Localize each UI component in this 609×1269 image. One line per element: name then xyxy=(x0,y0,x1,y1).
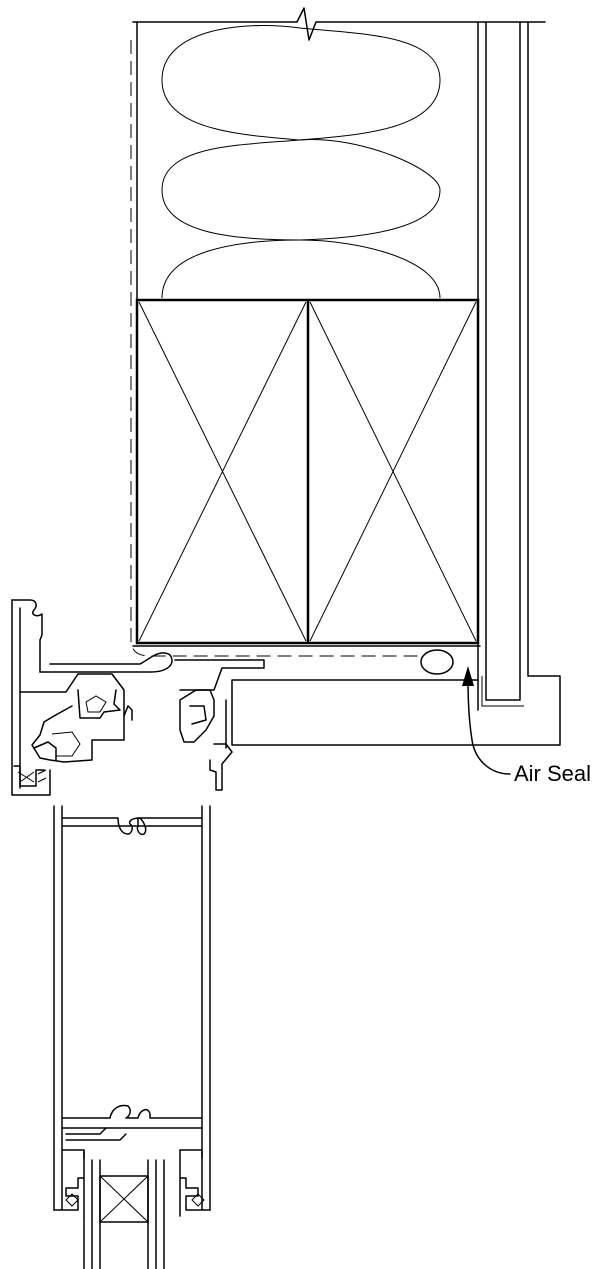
wood-blocking xyxy=(135,298,480,645)
glazing-unit xyxy=(83,1159,165,1269)
vent-frame xyxy=(53,805,211,1217)
air-seal-arrowhead xyxy=(462,666,474,686)
air-seal-backer-rod xyxy=(420,649,454,675)
air-seal-leader-line xyxy=(467,671,511,775)
membrane-line xyxy=(130,40,481,657)
air-seal-callout: Air Seal xyxy=(462,666,591,786)
interior-stud xyxy=(231,21,561,746)
window-head-frame xyxy=(11,599,265,796)
air-seal-label: Air Seal xyxy=(514,761,591,786)
batt-insulation xyxy=(132,7,546,301)
